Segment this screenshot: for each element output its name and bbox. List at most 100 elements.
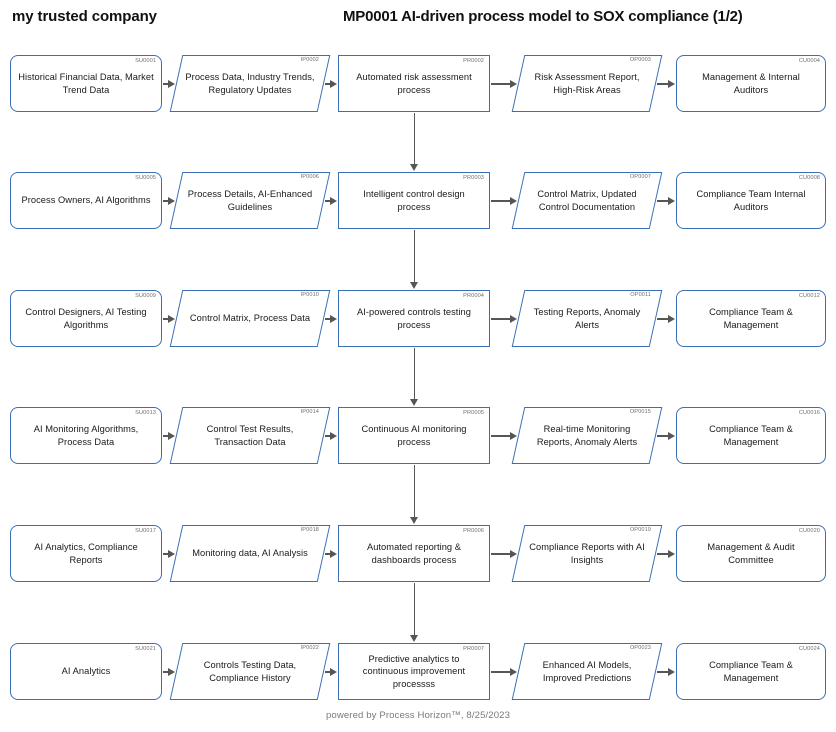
connector-op0003-to-cu0004 bbox=[657, 79, 675, 88]
node-id-tag: CU0008 bbox=[798, 175, 820, 181]
connector-shaft bbox=[163, 553, 169, 555]
node-id-tag: CU0012 bbox=[798, 293, 820, 299]
arrowhead-icon bbox=[330, 196, 337, 205]
arrowhead-icon bbox=[410, 517, 418, 524]
node-id-tag: IP0006 bbox=[300, 174, 319, 180]
node-label: Process Details, AI-Enhanced Guidelines bbox=[187, 189, 313, 212]
node-id-tag: CU0024 bbox=[798, 646, 820, 652]
connector-pr0003-to-op0007 bbox=[491, 196, 517, 205]
arrowhead-icon bbox=[410, 282, 418, 289]
node-label: Enhanced AI Models, Improved Predictions bbox=[542, 660, 632, 683]
node-label: Automated risk assessment process bbox=[356, 72, 472, 95]
connector-shaft bbox=[491, 318, 511, 320]
arrowhead-icon bbox=[510, 79, 517, 88]
node-label: Compliance Reports with AI Insights bbox=[529, 542, 645, 565]
node-label: Controls Testing Data, Compliance Histor… bbox=[203, 660, 297, 683]
connector-shaft bbox=[657, 671, 669, 673]
node-id-tag: SU0005 bbox=[135, 175, 156, 181]
connector-pr0005-to-op0015 bbox=[491, 431, 517, 440]
node-label: Continuous AI monitoring process bbox=[361, 424, 467, 447]
node-label: Real-time Monitoring Reports, Anomaly Al… bbox=[536, 424, 638, 447]
node-label: Process Owners, AI Algorithms bbox=[21, 195, 151, 206]
connector-shaft bbox=[325, 671, 331, 673]
node-id-tag: OP0019 bbox=[629, 527, 651, 533]
connector-shaft bbox=[491, 200, 511, 202]
connector-shaft bbox=[657, 318, 669, 320]
model-title: MP0001 AI-driven process model to SOX co… bbox=[343, 8, 743, 25]
connector-pr0002-to-pr0003 bbox=[410, 113, 419, 171]
node-label: Control Test Results, Transaction Data bbox=[206, 424, 294, 447]
arrowhead-icon bbox=[168, 196, 175, 205]
connector-shaft bbox=[413, 583, 415, 636]
connector-shaft bbox=[413, 348, 415, 400]
node-label: Historical Financial Data, Market Trend … bbox=[18, 72, 154, 95]
node-label: Predictive analytics to continuous impro… bbox=[362, 653, 466, 689]
arrowhead-icon bbox=[330, 549, 337, 558]
connector-shaft bbox=[325, 553, 331, 555]
connector-op0011-to-cu0012 bbox=[657, 314, 675, 323]
node-label: AI-powered controls testing process bbox=[356, 307, 471, 330]
connector-pr0002-to-op0003 bbox=[491, 79, 517, 88]
connector-shaft bbox=[657, 200, 669, 202]
connector-pr0005-to-pr0006 bbox=[410, 465, 419, 524]
connector-shaft bbox=[491, 435, 511, 437]
connector-shaft bbox=[413, 465, 415, 518]
connector-shaft bbox=[491, 553, 511, 555]
arrowhead-icon bbox=[510, 314, 517, 323]
node-su0017[interactable]: SU0017 AI Analytics, Compliance Reports bbox=[10, 525, 162, 582]
node-id-tag: IP0014 bbox=[300, 409, 319, 415]
node-label: Management & Internal Auditors bbox=[702, 72, 800, 95]
connector-shaft bbox=[491, 83, 511, 85]
connector-op0007-to-cu0008 bbox=[657, 196, 675, 205]
arrowhead-icon bbox=[668, 667, 675, 676]
node-id-tag: PR0002 bbox=[463, 58, 484, 64]
node-id-tag: PR0006 bbox=[463, 528, 484, 534]
node-label: Compliance Team & Management bbox=[709, 307, 793, 330]
arrowhead-icon bbox=[168, 431, 175, 440]
connector-shaft bbox=[163, 200, 169, 202]
connector-shaft bbox=[163, 671, 169, 673]
node-id-tag: OP0003 bbox=[629, 57, 651, 63]
footer-attribution: powered by Process Horizon™, 8/25/2023 bbox=[325, 710, 511, 721]
connector-pr0006-to-op0019 bbox=[491, 549, 517, 558]
connector-su0001-to-ip0002 bbox=[163, 79, 175, 88]
node-id-tag: IP0010 bbox=[300, 292, 319, 298]
connector-su0017-to-ip0018 bbox=[163, 549, 175, 558]
arrowhead-icon bbox=[668, 196, 675, 205]
connector-ip0006-to-pr0003 bbox=[325, 196, 337, 205]
node-id-tag: SU0017 bbox=[135, 528, 156, 534]
node-label: AI Analytics, Compliance Reports bbox=[34, 542, 138, 565]
